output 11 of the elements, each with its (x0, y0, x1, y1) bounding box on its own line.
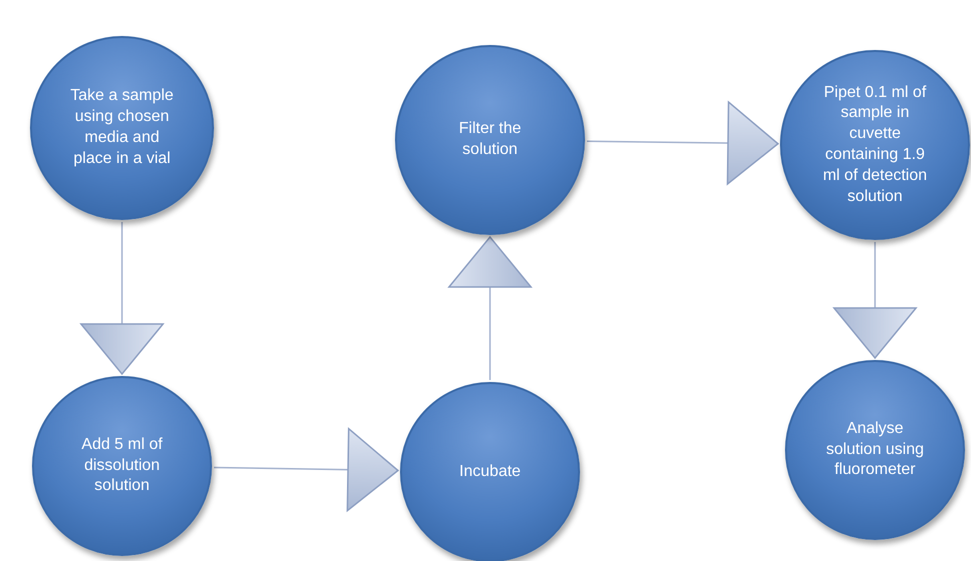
step-text: Incubate (458, 462, 522, 482)
step-text: Add 5 ml of dissolution solution (80, 434, 164, 496)
arrow (80, 222, 164, 375)
step-text: Filter the solution (458, 119, 522, 160)
arrow (214, 428, 399, 512)
arrow (586, 101, 779, 185)
arrow (448, 236, 532, 380)
arrow (833, 242, 917, 359)
step-text: Pipet 0.1 ml of sample in cuvette containing 1.9 ml of detection solution (822, 82, 928, 207)
step-text: Analyse solution using fluorometer (825, 418, 925, 480)
step-text: Take a sample using chosen media and place in a vial (69, 86, 175, 169)
